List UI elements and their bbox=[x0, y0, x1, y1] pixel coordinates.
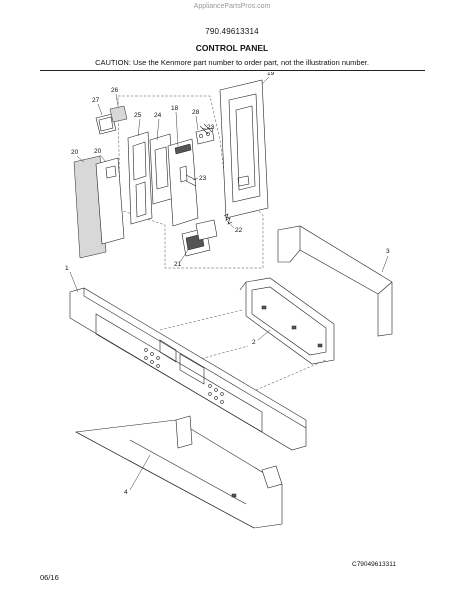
callout-19: 19 bbox=[267, 72, 275, 77]
part-2-electronic-control bbox=[239, 277, 335, 365]
footer-date: 06/16 bbox=[40, 573, 59, 582]
watermark: AppliancePartsPros.com bbox=[193, 3, 271, 10]
model-number: 790.49613314 bbox=[205, 27, 259, 36]
callout-20-b: 20 bbox=[94, 148, 102, 155]
callout-1: 1 bbox=[65, 265, 69, 272]
part-1-console-panel bbox=[69, 287, 307, 451]
callout-leaders bbox=[69, 76, 389, 491]
callout-24: 24 bbox=[154, 112, 162, 119]
callout-25: 25 bbox=[134, 112, 142, 119]
callout-4: 4 bbox=[124, 489, 128, 496]
part-23-screws-lower bbox=[185, 174, 197, 187]
part-18-control-board bbox=[167, 138, 199, 227]
part-22-spring bbox=[223, 213, 233, 225]
callout-28: 28 bbox=[192, 109, 200, 116]
callout-27: 27 bbox=[92, 97, 100, 104]
alignment-guide-2 bbox=[255, 359, 327, 391]
callout-20-a: 20 bbox=[71, 149, 79, 156]
part-26-gasket bbox=[109, 105, 128, 123]
part-20-overlay-b bbox=[95, 157, 125, 245]
part-4-mounting-bracket bbox=[75, 415, 283, 529]
callout-23-b: 23 bbox=[199, 175, 207, 182]
part-28-clip bbox=[195, 127, 215, 145]
figure-code: C79049613311 bbox=[352, 561, 396, 568]
callout-23-a: 23 bbox=[207, 124, 215, 131]
part-23-screws-upper bbox=[199, 123, 213, 135]
header-divider bbox=[40, 70, 425, 71]
part-21-knob-assembly bbox=[181, 219, 218, 257]
callout-22: 22 bbox=[235, 227, 243, 234]
callout-21: 21 bbox=[174, 261, 182, 268]
exploded-parts-diagram: 1 2 3 4 18 19 20 20 21 22 23 23 24 25 26… bbox=[65, 72, 393, 529]
alignment-guide-1 bbox=[159, 309, 243, 331]
callout-3: 3 bbox=[386, 248, 390, 255]
section-title: CONTROL PANEL bbox=[195, 43, 269, 53]
callout-26: 26 bbox=[111, 87, 119, 94]
part-25-overlay bbox=[127, 131, 153, 225]
caution-notice: CAUTION: Use the Kenmore part number to … bbox=[95, 58, 369, 67]
part-27-window bbox=[95, 113, 117, 135]
callout-18: 18 bbox=[171, 105, 179, 112]
assembly-group-outline bbox=[117, 95, 264, 269]
callout-2: 2 bbox=[252, 339, 256, 346]
part-3-trim bbox=[277, 225, 393, 337]
part-19-frame bbox=[219, 79, 269, 219]
